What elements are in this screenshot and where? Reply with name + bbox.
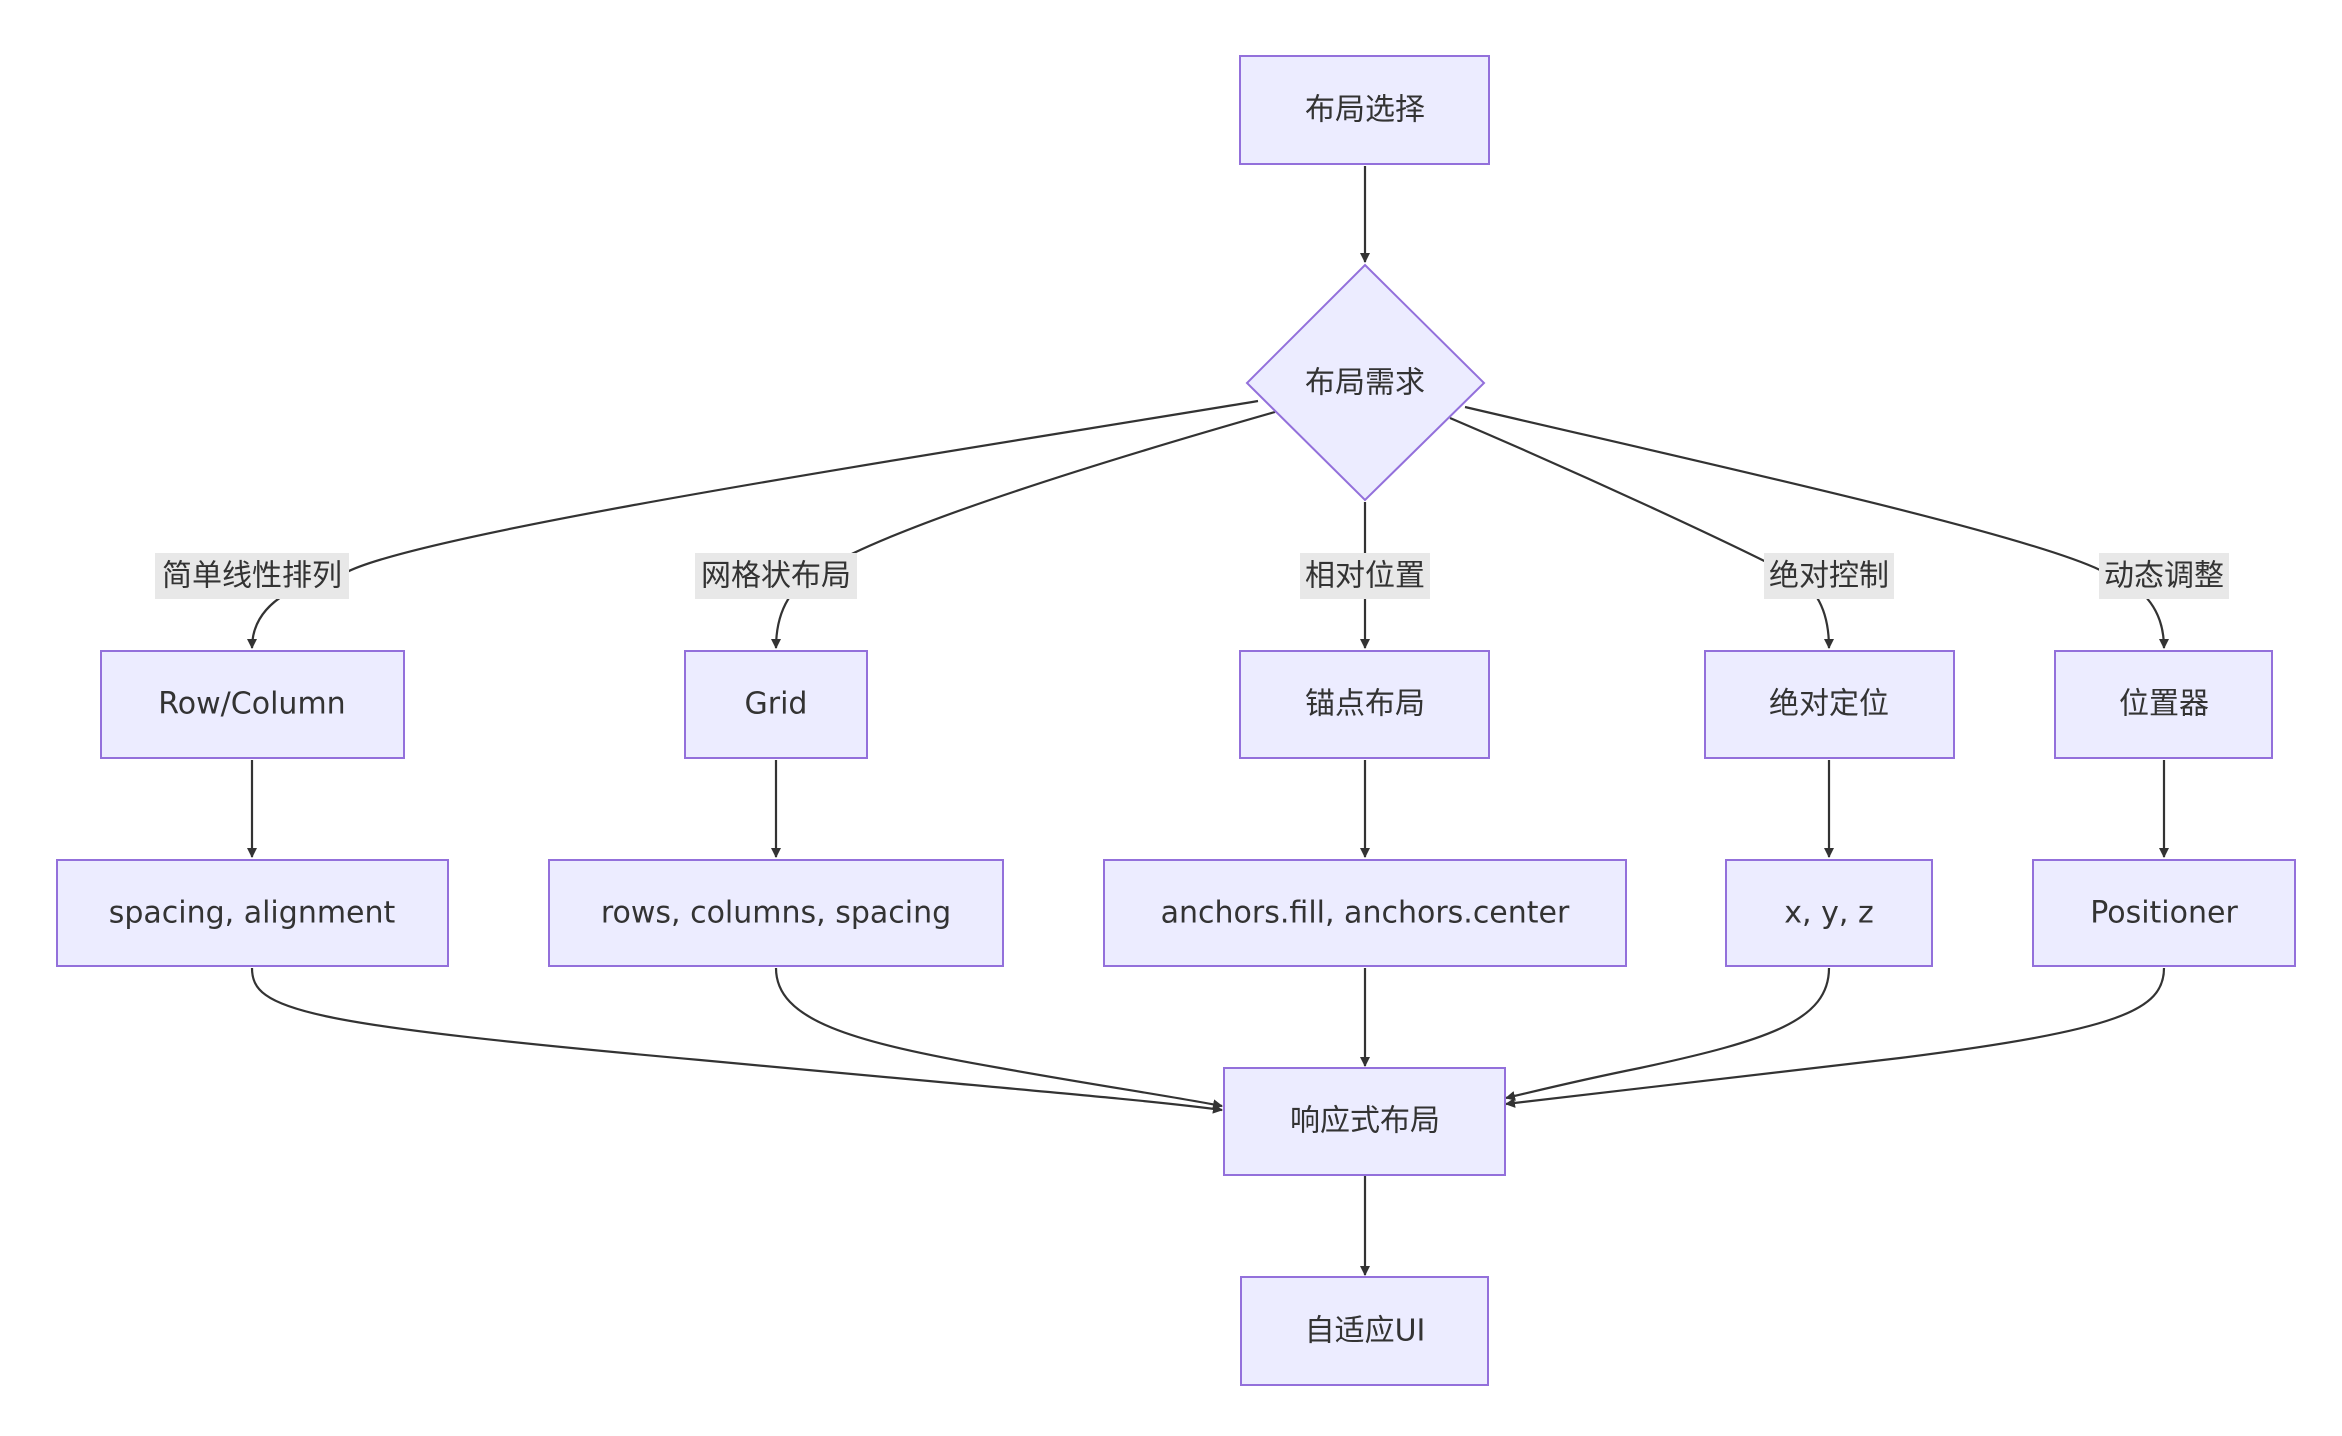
edge-label-grid-like: 网格状布局 [695,553,857,599]
edge-label-relative-position-text: 相对位置 [1305,559,1425,594]
edge-rows-to-responsive [774,967,1223,1110]
edge-label-dynamic-adjust-text: 动态调整 [2104,559,2224,594]
edge-label-absolute-control-text: 绝对控制 [1769,559,1889,594]
node-layout-choice-label: 布局选择 [1305,93,1425,128]
edge-label-simple-linear: 简单线性排列 [155,553,349,599]
node-xyz: x, y, z [1725,859,1933,967]
node-grid: Grid [684,650,868,759]
node-rows-columns-spacing-label: rows, columns, spacing [601,896,951,931]
node-anchors-props: anchors.fill, anchors.center [1103,859,1627,967]
edge-need-to-absolute [1449,416,1834,649]
node-spacing-alignment-label: spacing, alignment [109,896,396,931]
node-grid-label: Grid [745,687,808,722]
node-spacing-alignment: spacing, alignment [56,859,449,967]
node-adaptive-ui: 自适应UI [1240,1276,1489,1386]
node-positioner-label: Positioner [2090,896,2238,931]
edge-positioner-to-responsive [1505,967,2166,1108]
node-anchor-layout-label: 锚点布局 [1305,687,1425,722]
edge-label-absolute-control: 绝对控制 [1764,553,1894,599]
edge-label-dynamic-adjust: 动态调整 [2099,553,2229,599]
node-row-column-label: Row/Column [158,687,345,722]
edge-spacing-to-responsive [250,967,1223,1114]
node-absolute-position-label: 绝对定位 [1769,687,1889,722]
node-positioner-cn: 位置器 [2054,650,2273,759]
node-absolute-position: 绝对定位 [1704,650,1955,759]
node-responsive-layout: 响应式布局 [1223,1067,1506,1176]
node-layout-need-label: 布局需求 [1305,366,1425,401]
edge-need-to-grid [771,410,1276,649]
node-rows-columns-spacing: rows, columns, spacing [548,859,1004,967]
node-row-column: Row/Column [100,650,405,759]
node-adaptive-ui-label: 自适应UI [1305,1314,1426,1349]
edge-label-relative-position: 相对位置 [1300,553,1430,599]
edge-xyz-to-responsive [1505,967,1831,1101]
node-anchors-props-label: anchors.fill, anchors.center [1161,896,1570,931]
edge-need-to-positioner-cn [1464,405,2169,649]
node-anchor-layout: 锚点布局 [1239,650,1490,759]
node-layout-choice: 布局选择 [1239,55,1490,165]
edge-label-grid-like-text: 网格状布局 [701,559,851,594]
edge-need-to-rowcolumn [247,399,1259,649]
node-layout-need: 布局需求 [1245,263,1486,502]
node-xyz-label: x, y, z [1784,896,1873,931]
node-responsive-layout-label: 响应式布局 [1290,1104,1440,1139]
edge-label-simple-linear-text: 简单线性排列 [162,559,342,594]
node-positioner: Positioner [2032,859,2296,967]
node-positioner-cn-label: 位置器 [2119,687,2209,722]
